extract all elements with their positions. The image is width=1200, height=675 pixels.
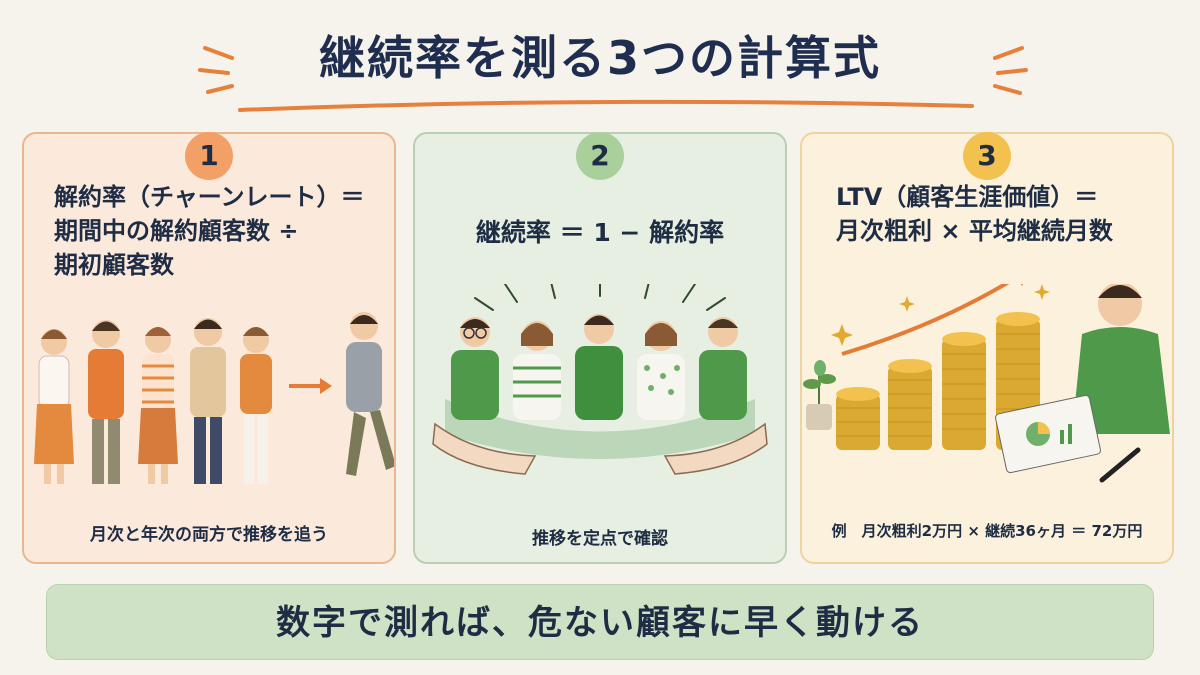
title-area: 継続率を測る3つの計算式 — [0, 18, 1200, 112]
formula-line: 期初顧客数 — [54, 251, 174, 279]
person-icon — [699, 317, 747, 420]
coin-growth-illustration — [803, 284, 1170, 483]
left-hand-icon — [432, 422, 537, 475]
formula-line: LTV（顧客生涯価値）＝ — [836, 183, 1099, 211]
arrow-icon — [289, 378, 332, 394]
card-caption: 月次と年次の両方で推移を追う — [90, 525, 328, 545]
person-icon — [575, 314, 623, 420]
retention-formula: 継続率 ＝ 1 − 解約率 — [415, 216, 785, 250]
title-sparkle-left — [203, 46, 234, 60]
ltv-formula: LTV（顧客生涯価値）＝ 月次粗利 × 平均継続月数 — [836, 180, 1166, 248]
sparkle-icon — [474, 284, 726, 311]
card-number-badge: 2 — [576, 132, 624, 180]
arrow-icon — [841, 284, 1010, 356]
formula-line: 解約率（チャーンレート）＝ — [54, 183, 365, 211]
card-retention-rate: 2 継続率 ＝ 1 − 解約率 推移を定点で確認 — [413, 132, 787, 564]
yen-coin-icon — [836, 387, 880, 450]
yen-coin-icon — [942, 332, 986, 450]
people-leaving-illustration — [34, 312, 394, 484]
page-title: 継続率を測る3つの計算式 — [318, 31, 881, 85]
pen-icon — [1099, 447, 1141, 483]
person-icon — [513, 321, 561, 420]
right-hand-icon — [663, 422, 768, 475]
person-icon — [637, 321, 685, 420]
clipboard-chart-icon — [995, 394, 1101, 474]
person-walking-away-icon — [346, 312, 394, 476]
card-churn-rate: 1 解約率（チャーンレート）＝ 期間中の解約顧客数 ÷ 期初顧客数 — [22, 132, 396, 564]
churn-formula: 解約率（チャーンレート）＝ 期間中の解約顧客数 ÷ 期初顧客数 — [54, 180, 384, 282]
card-ltv: 3 LTV（顧客生涯価値）＝ 月次粗利 × 平均継続月数 例 月次粗利2万円 ×… — [800, 132, 1174, 564]
sparkle-icon — [831, 284, 1050, 346]
formula-line: 月次粗利 × 平均継続月数 — [836, 217, 1113, 245]
customers-held-in-hands-illustration — [432, 284, 768, 475]
card-number-badge: 1 — [185, 132, 233, 180]
thinking-person-icon — [1072, 284, 1170, 434]
person-icon — [138, 327, 178, 484]
formula-line: 継続率 ＝ 1 − 解約率 — [475, 218, 725, 247]
person-icon — [190, 318, 226, 484]
title-underline — [238, 99, 974, 112]
title-decoration — [198, 46, 1028, 112]
card-caption: 推移を定点で確認 — [532, 529, 668, 549]
card-number-badge: 3 — [963, 132, 1011, 180]
person-icon — [240, 327, 272, 484]
card-caption: 例 月次粗利2万円 × 継続36ヶ月 ＝ 72万円 — [831, 522, 1143, 540]
person-icon — [451, 317, 499, 420]
plant-icon — [803, 360, 836, 430]
formula-line: 期間中の解約顧客数 ÷ — [54, 217, 299, 245]
person-icon — [88, 320, 124, 484]
summary-banner: 数字で測れば、危ない顧客に早く動ける — [46, 584, 1154, 660]
person-icon — [34, 329, 74, 484]
